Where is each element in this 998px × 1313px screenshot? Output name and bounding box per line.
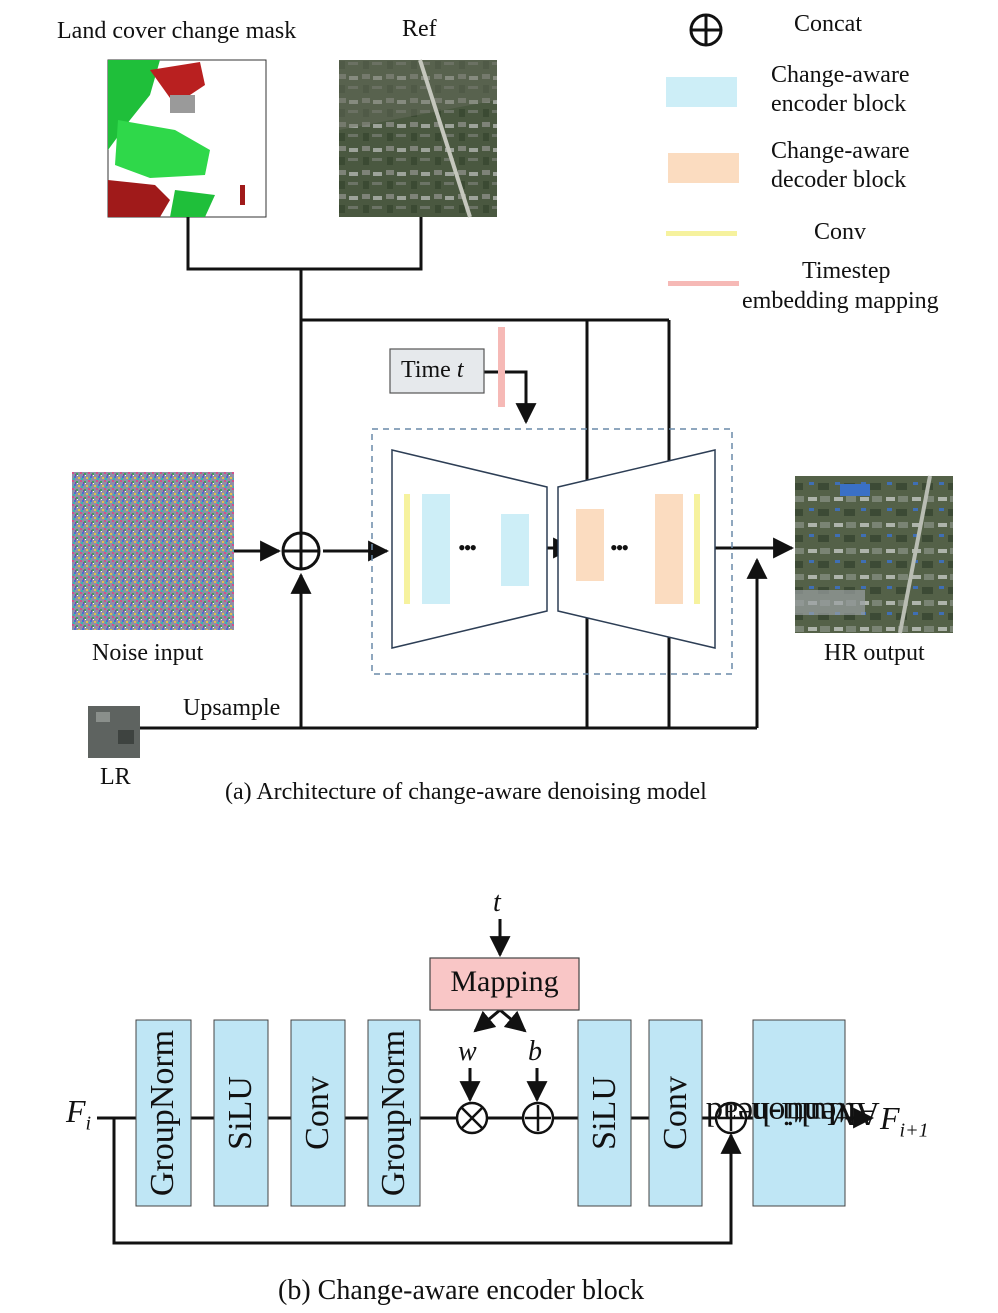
conv-2-label: Conv: [656, 1076, 694, 1150]
legend-decoder-swatch: [668, 153, 739, 183]
legend-concat-icon: [689, 13, 723, 47]
fi-sub: i: [85, 1112, 92, 1135]
block-silu-2: [577, 1019, 632, 1207]
b-var: b: [528, 1036, 542, 1067]
hr-output-label: HR output: [824, 640, 925, 666]
add-node-1: [521, 1101, 555, 1135]
legend-encoder-label-1: Change-aware: [771, 62, 910, 88]
groupnorm-1-label: GroupNorm: [144, 1029, 182, 1197]
legend-conv-label: Conv: [814, 219, 867, 245]
attention-label-2: Attention: [751, 1095, 881, 1132]
block-groupnorm-1: [135, 1019, 192, 1207]
decoder-block-2: [655, 494, 683, 604]
encoder-block-2: [501, 514, 529, 586]
time-label-text: Time: [401, 357, 457, 383]
fi-var: F: [66, 1093, 86, 1129]
legend-encoder-label-2: encoder block: [771, 91, 907, 117]
silu-2-label: SiLU: [585, 1076, 623, 1150]
fi-label: Fi: [66, 1093, 91, 1135]
legend-encoder-swatch: [666, 77, 737, 107]
b-label: b: [528, 1036, 542, 1068]
groupnorm-2-label: GroupNorm: [375, 1029, 413, 1197]
w-label: w: [458, 1036, 477, 1068]
block-groupnorm-2: [367, 1019, 421, 1207]
ref-label: Ref: [402, 16, 437, 42]
decoder-block-1: [576, 509, 604, 581]
ref-image: [339, 59, 497, 218]
noise-input-image: [72, 472, 234, 630]
legend-timestep-label-1: Timestep: [802, 258, 891, 284]
silu-1-label: SiLU: [222, 1076, 259, 1150]
fi1-label: Fi+1: [880, 1100, 929, 1142]
mapping-box: [429, 957, 580, 1011]
legend-concat-label: Concat: [794, 11, 862, 37]
add-node-2: [714, 1101, 748, 1135]
lr-label: LR: [100, 764, 131, 790]
t-input-var: t: [493, 887, 501, 918]
hr-output-image: [795, 475, 953, 634]
legend-decoder-label-1: Change-aware: [771, 138, 910, 164]
block-attention: [752, 1019, 846, 1207]
upsample-label: Upsample: [183, 695, 281, 721]
caption-a: (a) Architecture of change-aware denoisi…: [225, 779, 707, 805]
block-conv-1: [290, 1019, 346, 1207]
multiply-node: [455, 1101, 489, 1135]
time-box: [389, 348, 485, 394]
decoder-conv-bar: [694, 494, 700, 604]
noise-input-label: Noise input: [92, 640, 204, 666]
timestep-mapping-bar: [498, 327, 505, 407]
concat-node: [281, 531, 321, 571]
legend-conv-swatch: [666, 231, 737, 236]
block-silu-1: [213, 1019, 269, 1207]
t-input-label: t: [493, 887, 501, 919]
legend-decoder-label-2: decoder block: [771, 167, 907, 193]
time-label-var: t: [456, 357, 464, 383]
encoder-block-1: [422, 494, 450, 604]
caption-b: (b) Change-aware encoder block: [278, 1275, 645, 1306]
fi1-var: F: [880, 1100, 900, 1136]
legend-timestep-label-2: embedding mapping: [742, 288, 939, 314]
encoder-ellipsis: •••: [458, 535, 477, 560]
land-cover-mask-image: [107, 59, 267, 218]
bottom-connectors: [97, 919, 875, 1245]
mapping-label: Mapping: [450, 965, 559, 998]
lr-image: [88, 706, 140, 758]
encoder-conv-bar: [404, 494, 410, 604]
time-label: Time t: [401, 357, 463, 384]
fi1-sub: i+1: [899, 1119, 929, 1142]
legend-timestep-swatch: [668, 281, 739, 286]
conv-1-label: Conv: [299, 1076, 336, 1150]
block-conv-2: [648, 1019, 703, 1207]
mask-label: Land cover change mask: [57, 18, 297, 44]
unet-dashed-region: [371, 428, 733, 675]
decoder-ellipsis: •••: [610, 535, 629, 560]
w-var: w: [458, 1036, 477, 1067]
